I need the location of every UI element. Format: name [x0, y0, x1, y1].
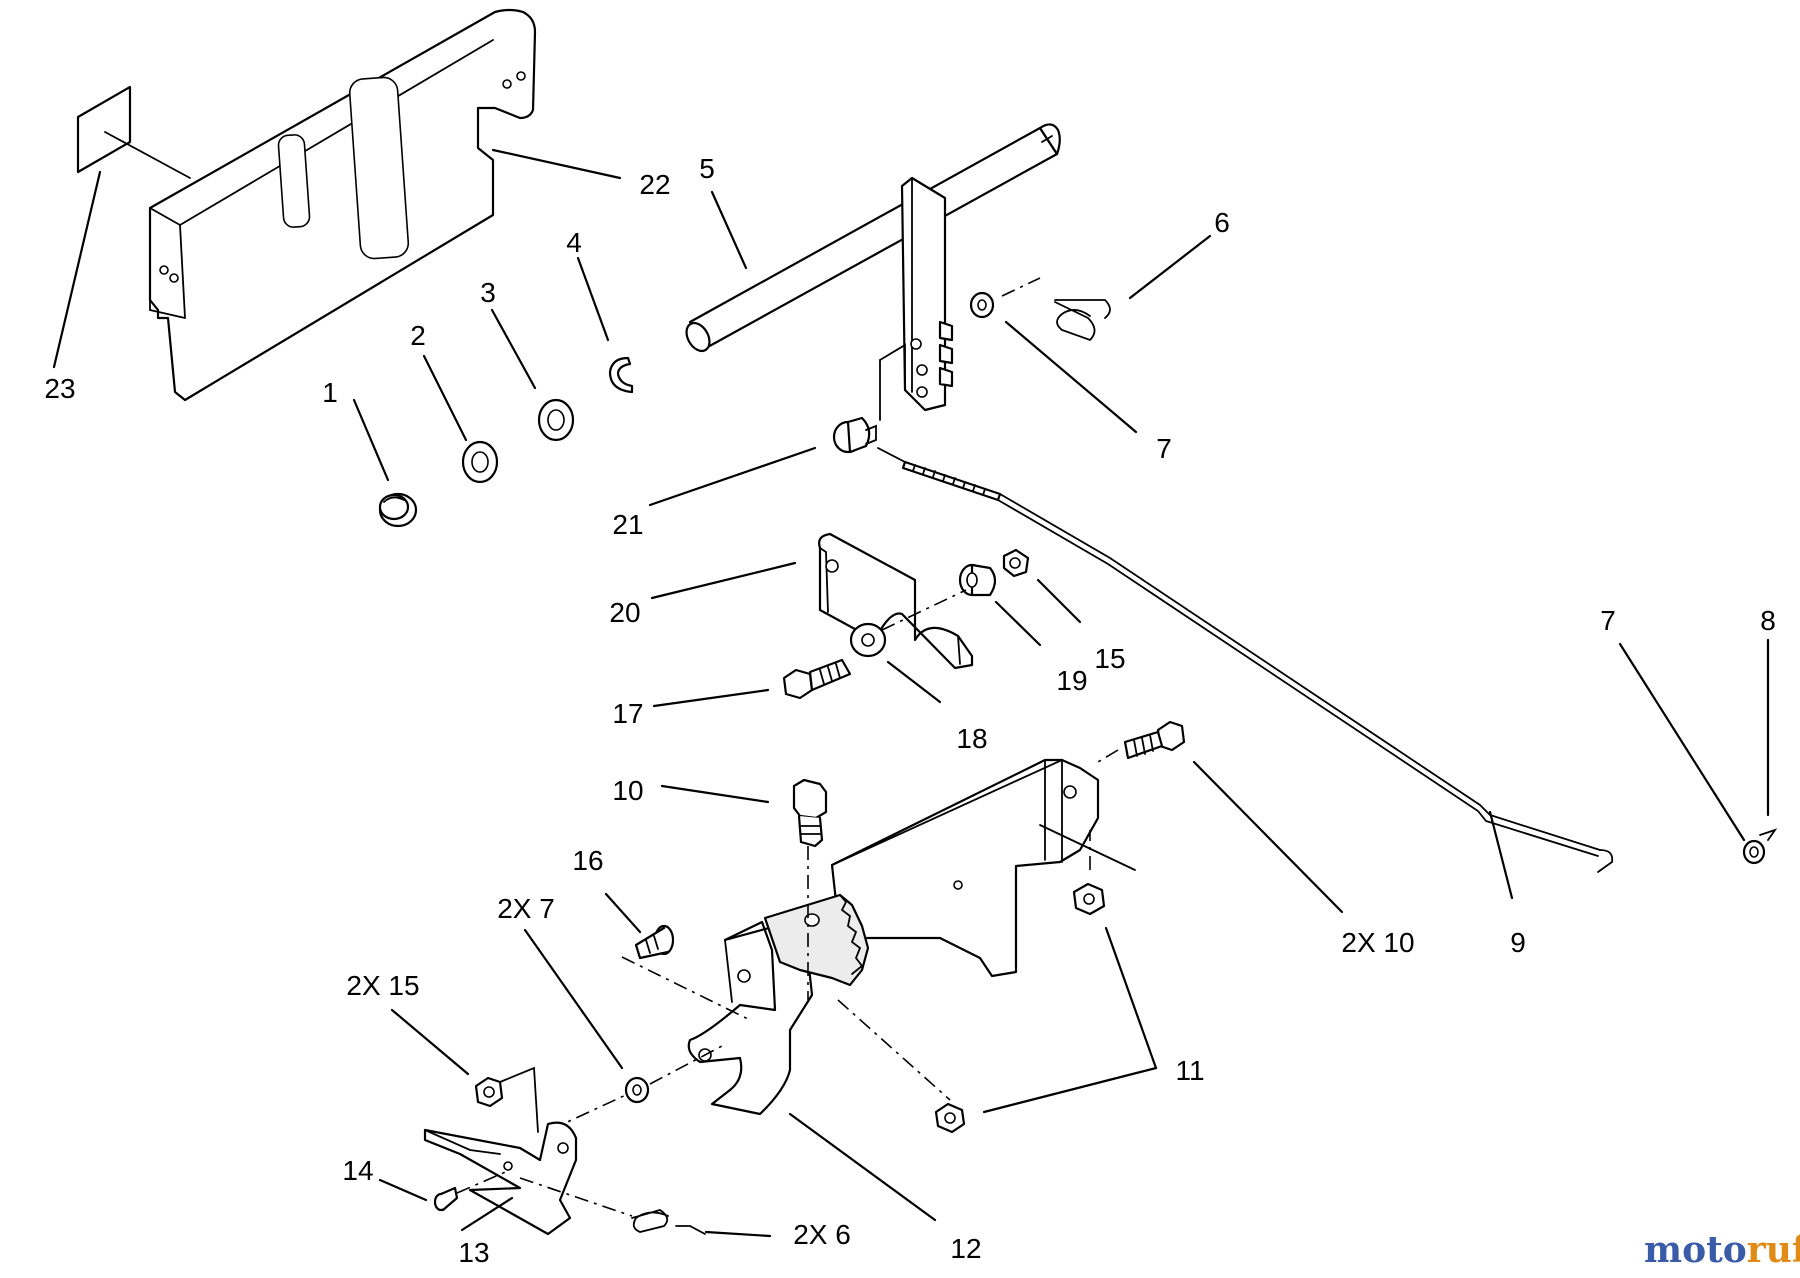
part-1-bushing — [378, 492, 418, 528]
part-11-nut-lower — [934, 1102, 966, 1134]
part-16-bolt — [634, 924, 675, 960]
callout-18: 18 — [956, 723, 987, 754]
callout-19: 19 — [1056, 665, 1087, 696]
part-23-decal — [76, 85, 132, 174]
part-22-mounting-plate — [104, 8, 537, 402]
callout-11: 11 — [1175, 1055, 1204, 1086]
callout-10: 10 — [612, 775, 643, 806]
main-bracket — [830, 758, 1136, 978]
callout-3: 3 — [480, 277, 496, 308]
part-18-washer — [849, 622, 887, 658]
part-8-cotter-pin — [1759, 828, 1778, 841]
part-10-bolt-upper — [1123, 720, 1186, 760]
callout-15: 15 — [1094, 643, 1125, 674]
part-13-release-lever — [423, 1121, 578, 1236]
callout-23: 23 — [44, 373, 75, 404]
callout-12: 12 — [950, 1233, 981, 1264]
part-10-bolt — [792, 778, 828, 848]
part-20-link-plate — [818, 532, 974, 670]
sector-gear — [763, 893, 870, 987]
part-5-shaft — [685, 123, 1061, 353]
watermark-ruf: ruf — [1747, 1229, 1800, 1271]
part-6-hairpin-top — [1054, 299, 1111, 342]
part-7-washer-right — [1742, 839, 1766, 865]
part-14-pin — [433, 1186, 459, 1212]
part-15-nut-lower — [474, 1076, 504, 1108]
callout-20: 20 — [609, 597, 640, 628]
part-21-ferrule — [832, 416, 877, 454]
leader-lines — [52, 148, 1770, 1238]
callout-4: 4 — [566, 227, 582, 258]
watermark-moto: moto — [1644, 1229, 1747, 1271]
callout-14: 14 — [342, 1155, 373, 1186]
callout-7-top: 7 — [1156, 433, 1172, 464]
part-11-nut-upper — [1072, 882, 1106, 916]
part-2-washer — [461, 440, 499, 484]
part-3-washer — [537, 398, 575, 442]
callout-2x10: 2X 10 — [1341, 927, 1414, 958]
callout-2x15: 2X 15 — [346, 970, 419, 1001]
part-7-washer-lower — [624, 1076, 650, 1104]
callout-2: 2 — [410, 320, 426, 351]
svg-text:motoruf.de: motoruf.de — [1644, 1229, 1800, 1271]
callout-2x6: 2X 6 — [793, 1219, 851, 1250]
watermark-logo: motoruf.de — [1644, 1229, 1800, 1271]
callout-16: 16 — [572, 845, 603, 876]
part-7-washer-top — [969, 291, 995, 319]
callout-5: 5 — [699, 153, 715, 184]
callout-21: 21 — [612, 509, 643, 540]
callout-22: 22 — [639, 169, 670, 200]
lift-lever-arm — [879, 176, 954, 421]
callout-17: 17 — [612, 698, 643, 729]
part-4-clip — [608, 356, 634, 394]
callout-9: 9 — [1510, 927, 1526, 958]
part-17-bolt — [782, 658, 852, 700]
callout-8: 8 — [1760, 605, 1776, 636]
callout-1: 1 — [322, 377, 338, 408]
part-15-nut — [1002, 548, 1030, 578]
callout-2x7: 2X 7 — [497, 893, 555, 924]
part-19-spacer — [958, 563, 997, 597]
part-6-hairpin-lower — [631, 1209, 706, 1235]
callout-7-right: 7 — [1600, 605, 1616, 636]
callout-13: 13 — [458, 1237, 489, 1268]
callout-labels: 23 22 1 2 3 4 5 6 7 21 20 15 19 18 17 10… — [44, 153, 1775, 1268]
callout-6: 6 — [1214, 207, 1230, 238]
part-9-rod — [877, 447, 1614, 873]
